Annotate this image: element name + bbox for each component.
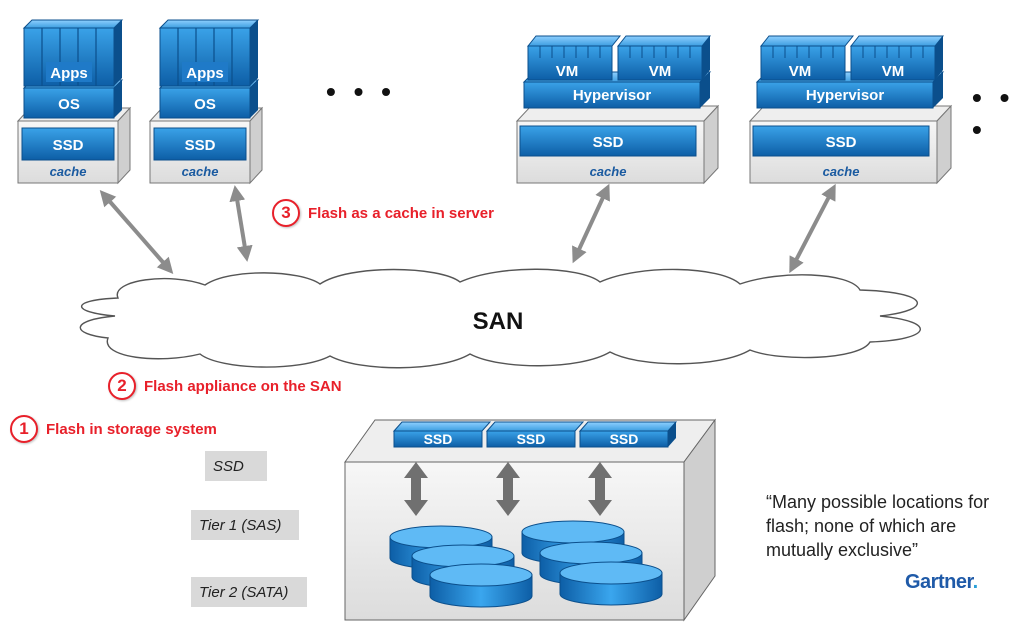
tier-label-ssd: SSD xyxy=(205,451,267,481)
server-1: SSD cache OS Apps xyxy=(16,19,132,185)
storage-system: SSD SSD SSD xyxy=(344,418,716,622)
ellipsis-dots: • • • xyxy=(326,76,396,107)
disk-top xyxy=(521,520,625,544)
ssd-label: SSD xyxy=(424,431,453,447)
os-label: OS xyxy=(194,96,216,113)
tier-label-tier2: Tier 2 (SATA) xyxy=(191,577,307,607)
hypervisor-label: Hypervisor xyxy=(573,87,652,104)
san-cloud: SAN xyxy=(79,268,921,369)
double-arrow xyxy=(404,462,428,516)
disk-top xyxy=(559,561,663,585)
disk-top xyxy=(411,544,515,568)
cache-label: cache xyxy=(50,164,87,179)
disk-top xyxy=(389,525,493,549)
disk-cluster-left xyxy=(389,525,533,608)
apps-label: Apps xyxy=(186,65,224,82)
vm-label: VM xyxy=(882,63,905,80)
tier-label-tier1: Tier 1 (SAS) xyxy=(191,510,299,540)
ellipsis-dots: • • • xyxy=(972,82,1015,145)
callout-text: Flash in storage system xyxy=(46,420,217,438)
callout-text: Flash appliance on the SAN xyxy=(144,377,342,395)
vm-label: VM xyxy=(556,63,579,80)
internal-arrows xyxy=(404,462,612,516)
server-3: SSD cache Hypervisor VM VM xyxy=(515,35,720,185)
callout-number: 3 xyxy=(272,199,300,227)
callout-2: 2 Flash appliance on the SAN xyxy=(108,372,342,400)
connector-arrow xyxy=(789,183,836,274)
callout-3: 3 Flash as a cache in server xyxy=(272,199,494,227)
disk-top xyxy=(429,563,533,587)
callout-1: 1 Flash in storage system xyxy=(10,415,217,443)
brand-name: Gartner xyxy=(905,571,973,593)
connector-arrow xyxy=(99,189,174,275)
cache-label: cache xyxy=(590,164,627,179)
os-label: OS xyxy=(58,96,80,113)
vm-label: VM xyxy=(649,63,672,80)
callout-number: 2 xyxy=(108,372,136,400)
ssd-label: SSD xyxy=(826,134,857,151)
cache-label: cache xyxy=(182,164,219,179)
gartner-logo: Gartner. xyxy=(905,571,978,594)
vm-label: VM xyxy=(789,63,812,80)
ssd-label: SSD xyxy=(610,431,639,447)
hypervisor-label: Hypervisor xyxy=(806,87,885,104)
san-label: SAN xyxy=(473,308,524,335)
ssd-label: SSD xyxy=(593,134,624,151)
callout-text: Flash as a cache in server xyxy=(308,204,494,222)
double-arrow xyxy=(496,462,520,516)
connector-arrow xyxy=(572,183,610,264)
callout-number: 1 xyxy=(10,415,38,443)
brand-dot: . xyxy=(972,571,979,593)
disk-top xyxy=(539,541,643,565)
ssd-label: SSD xyxy=(53,137,84,154)
quote-text: “Many possible locations for flash; none… xyxy=(766,492,990,560)
double-arrow xyxy=(588,462,612,516)
ssd-label: SSD xyxy=(517,431,546,447)
disk-cluster-right xyxy=(521,520,663,606)
connector-arrow xyxy=(229,185,253,262)
server-4: SSD cache Hypervisor VM VM xyxy=(748,35,953,185)
ssd-label: SSD xyxy=(185,137,216,154)
cache-label: cache xyxy=(823,164,860,179)
server-2: SSD cache OS Apps xyxy=(148,19,264,185)
connector-arrows xyxy=(99,183,836,275)
ssd-strip xyxy=(392,421,678,448)
apps-label: Apps xyxy=(50,65,88,82)
